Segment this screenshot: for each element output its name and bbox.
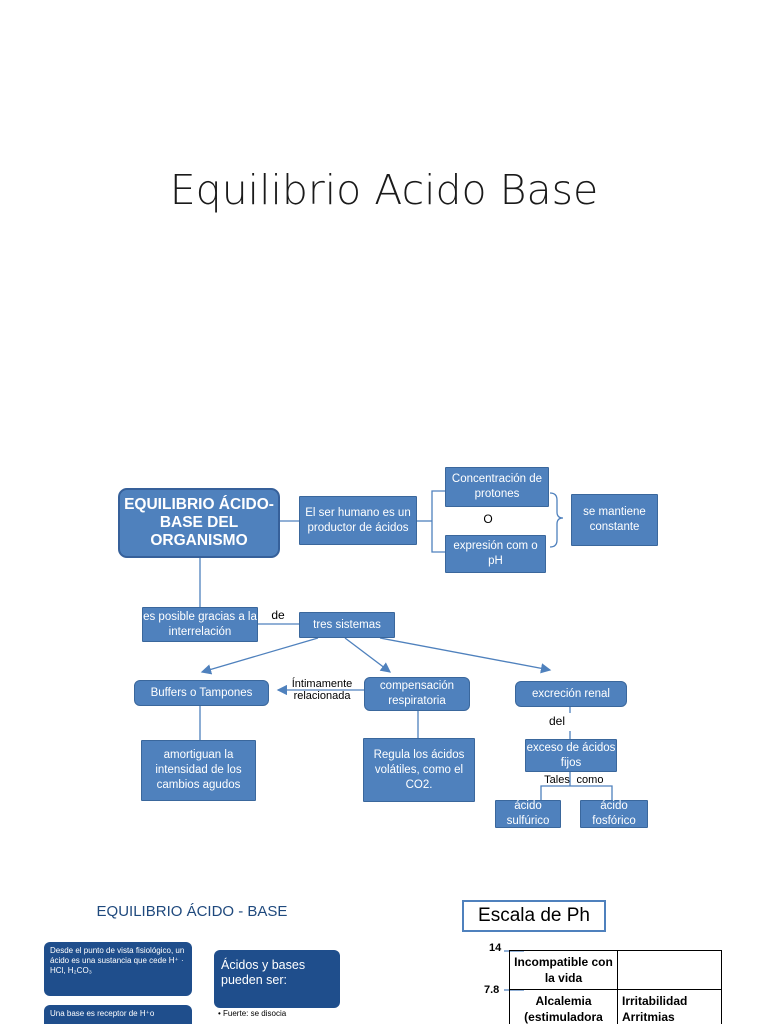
ph-row: Alcalemia (estimuladora Irritabilidad Ar… xyxy=(509,989,722,1024)
thumb-card-acido: Desde el punto de vista fisiológico, un … xyxy=(44,942,192,996)
intimamente-label: Íntimamente relacionada xyxy=(291,678,353,702)
como-label: como xyxy=(576,774,604,786)
regula-node: Regula los ácidos volátiles, como el CO2… xyxy=(363,738,475,802)
productor-node: El ser humano es un productor de ácidos xyxy=(299,496,417,545)
del-label: del xyxy=(548,714,565,728)
thumb-title: EQUILIBRIO ÁCIDO - BASE xyxy=(96,903,288,920)
o-label: O xyxy=(483,512,493,526)
tales-label: Tales xyxy=(544,774,570,786)
thumb-bullet: • Fuerte: se disocia xyxy=(218,1009,287,1018)
fosforico-node: ácido fosfórico xyxy=(580,800,648,828)
de-label: de xyxy=(271,608,285,622)
buffers-node: Buffers o Tampones xyxy=(134,680,269,706)
compensacion-node: compensación respiratoria xyxy=(364,677,470,711)
ph-row: Incompatible con la vida xyxy=(509,950,722,990)
tres-sistemas-node: tres sistemas xyxy=(299,612,395,638)
exceso-node: exceso de ácidos fijos xyxy=(525,739,617,772)
excrecion-node: excreción renal xyxy=(515,681,627,707)
ph-cell: Incompatible con la vida xyxy=(509,950,618,990)
thumb-card-base: Una base es receptor de H⁺o xyxy=(44,1005,192,1024)
ph-cell xyxy=(617,950,722,990)
main-node: EQUILIBRIO ÁCIDO-BASE DEL ORGANISMO xyxy=(118,488,280,558)
page-title: Equilibrio Acido Base xyxy=(169,166,599,214)
ph-cell: Alcalemia (estimuladora xyxy=(509,989,618,1024)
ph-table: Incompatible con la vida Alcalemia (esti… xyxy=(509,950,722,1024)
thumb-card-tipos: Ácidos y bases pueden ser: xyxy=(214,950,340,1008)
ph-scale-title: Escala de Ph xyxy=(462,900,606,932)
ph-cell: Irritabilidad Arritmias xyxy=(617,989,722,1024)
slide-thumbnail-left: EQUILIBRIO ÁCIDO - BASE Desde el punto d… xyxy=(42,895,342,1024)
ph-78: 7.8 xyxy=(484,984,500,996)
ph-14: 14 xyxy=(489,942,502,954)
concentracion-node: Concentración de protones xyxy=(445,467,549,507)
mantiene-node: se mantiene constante xyxy=(571,494,658,546)
sulfurico-node: ácido sulfúrico xyxy=(495,800,561,828)
posible-node: es posible gracias a la interrelación xyxy=(142,607,258,642)
amortiguan-node: amortiguan la intensidad de los cambios … xyxy=(141,740,256,801)
expresion-node: expresión com o pH xyxy=(445,535,546,573)
